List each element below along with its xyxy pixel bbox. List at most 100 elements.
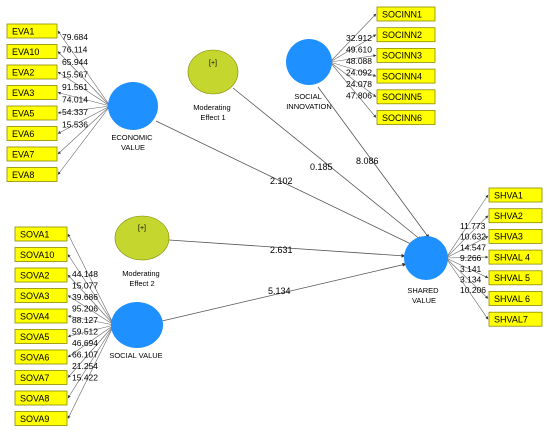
indicator-box[interactable] xyxy=(488,187,543,203)
indicator-label: SOVA10 xyxy=(20,250,54,260)
sova-loading-value: 46.694 xyxy=(72,338,98,348)
sova-indicator-sova5[interactable]: SOVA5 xyxy=(14,329,68,344)
indicator-box[interactable] xyxy=(488,249,543,265)
socinn-loading-line xyxy=(329,54,377,63)
construct-social-innovation[interactable]: SOCIAL INNOVATION xyxy=(286,39,332,111)
shva-loading-value: 10.632 xyxy=(460,232,486,242)
indicator-box[interactable] xyxy=(14,308,68,324)
moderating-effect-2-symbol: [+] xyxy=(138,225,146,232)
socinn-loading-line xyxy=(329,34,377,63)
indicator-box[interactable] xyxy=(14,349,68,365)
indicator-box[interactable] xyxy=(6,167,58,182)
socinn-loading-value: 32.912 xyxy=(346,33,372,43)
moderating-effect-1-circle[interactable] xyxy=(187,49,239,95)
indicator-box[interactable] xyxy=(6,23,58,39)
economic-value-circle[interactable] xyxy=(108,82,158,130)
construct-shared-value[interactable]: SHARED VALUE xyxy=(404,236,448,305)
shared-value-circle[interactable] xyxy=(404,236,448,280)
sova-indicator-sova6[interactable]: SOVA6 xyxy=(14,349,68,365)
socinn-indicator-socinn3[interactable]: SOCINN3 xyxy=(376,48,436,63)
indicator-box[interactable] xyxy=(14,247,68,262)
indicator-box[interactable] xyxy=(376,48,436,63)
construct-moderating-effect-2[interactable]: [+] Moderating Effect 2 xyxy=(114,215,170,288)
eva-loading-value: 79.684 xyxy=(62,32,88,42)
indicator-label: SOVA1 xyxy=(20,229,49,239)
socinn-indicator-socinn1[interactable]: SOCINN1 xyxy=(376,6,436,22)
sova-indicator-sova3[interactable]: SOVA3 xyxy=(14,288,68,303)
sova-indicator-block: SOVA144.148SOVA1015.077SOVA239.686SOVA39… xyxy=(14,226,115,426)
sova-indicator-sova8[interactable]: SOVA8 xyxy=(14,390,68,406)
shva-indicator-shval7[interactable]: SHVAL7 xyxy=(488,311,543,327)
construct-moderating-effect-1[interactable]: [+] Moderating Effect 1 xyxy=(187,49,239,122)
sova-indicator-sova4[interactable]: SOVA4 xyxy=(14,308,68,324)
indicator-box[interactable] xyxy=(488,270,543,286)
economic-value-label-line-1: ECONOMIC xyxy=(111,133,153,142)
indicator-box[interactable] xyxy=(6,146,58,162)
moderating-effect-2-circle[interactable] xyxy=(114,215,170,261)
social-value-circle[interactable] xyxy=(111,302,163,348)
indicator-label: SHVA3 xyxy=(494,232,523,242)
socinn-indicator-socinn5[interactable]: SOCINN5 xyxy=(376,89,436,105)
indicator-box[interactable] xyxy=(376,27,436,43)
shva-loading-line xyxy=(445,257,489,279)
eva-indicator-eva8[interactable]: EVA8 xyxy=(6,167,58,182)
shva-indicator-shval6[interactable]: SHVAL 6 xyxy=(488,291,543,306)
indicator-box[interactable] xyxy=(14,329,68,344)
shva-indicator-shva1[interactable]: SHVA1 xyxy=(488,187,543,203)
indicator-label: SHVAL 5 xyxy=(494,273,530,283)
shva-indicator-shval4[interactable]: SHVAL 4 xyxy=(488,249,543,265)
sova-loading-line xyxy=(67,324,115,419)
socinn-indicator-socinn4[interactable]: SOCINN4 xyxy=(376,68,436,84)
sova-indicator-sova1[interactable]: SOVA1 xyxy=(14,226,68,242)
coef-economic-to-shared: 2.102 xyxy=(270,176,293,186)
indicator-box[interactable] xyxy=(14,267,68,283)
eva-indicator-eva1[interactable]: EVA1 xyxy=(6,23,58,39)
indicator-box[interactable] xyxy=(376,68,436,84)
sova-indicator-sova7[interactable]: SOVA7 xyxy=(14,370,68,385)
indicator-box[interactable] xyxy=(14,411,68,426)
indicator-box[interactable] xyxy=(6,126,58,141)
indicator-box[interactable] xyxy=(6,44,58,59)
sova-indicator-sova2[interactable]: SOVA2 xyxy=(14,267,68,283)
sova-indicator-sova10[interactable]: SOVA10 xyxy=(14,247,68,262)
shva-loading-line xyxy=(445,257,489,320)
indicator-box[interactable] xyxy=(14,288,68,303)
sova-indicator-sova9[interactable]: SOVA9 xyxy=(14,411,68,426)
sova-loading-line xyxy=(67,254,115,326)
eva-indicator-eva3[interactable]: EVA3 xyxy=(6,85,58,100)
social-innovation-circle[interactable] xyxy=(286,39,332,85)
indicator-label: EVA3 xyxy=(12,88,34,98)
indicator-box[interactable] xyxy=(488,208,543,224)
socinn-loading-line xyxy=(329,61,377,77)
eva-indicator-eva7[interactable]: EVA7 xyxy=(6,146,58,162)
shva-indicator-shva3[interactable]: SHVA3 xyxy=(488,228,543,244)
indicator-box[interactable] xyxy=(14,370,68,385)
shva-indicator-shva2[interactable]: SHVA2 xyxy=(488,208,543,224)
indicator-box[interactable] xyxy=(488,291,543,306)
construct-social-value[interactable]: SOCIAL VALUE xyxy=(109,302,163,360)
construct-economic-value[interactable]: ECONOMIC VALUE xyxy=(108,82,158,152)
shva-loading-value: 11.773 xyxy=(460,221,486,231)
indicator-box[interactable] xyxy=(488,228,543,244)
eva-indicator-eva6[interactable]: EVA6 xyxy=(6,126,58,141)
eva-indicator-eva2[interactable]: EVA2 xyxy=(6,64,58,80)
eva-loading-value: 65.944 xyxy=(62,57,88,67)
socinn-indicator-socinn6[interactable]: SOCINN6 xyxy=(376,110,436,125)
indicator-box[interactable] xyxy=(488,311,543,327)
indicator-box[interactable] xyxy=(6,85,58,100)
indicator-box[interactable] xyxy=(14,226,68,242)
indicator-box[interactable] xyxy=(6,105,58,121)
indicator-box[interactable] xyxy=(376,6,436,22)
eva-indicator-eva5[interactable]: EVA5 xyxy=(6,105,58,121)
eva-indicator-eva10[interactable]: EVA10 xyxy=(6,44,58,59)
indicator-box[interactable] xyxy=(6,64,58,80)
indicator-box[interactable] xyxy=(376,89,436,105)
shva-indicator-shval5[interactable]: SHVAL 5 xyxy=(488,270,543,286)
moderating-effect-2-label-line-2: Effect 2 xyxy=(129,279,154,288)
eva-loading-line xyxy=(57,105,111,175)
indicator-box[interactable] xyxy=(14,390,68,406)
indicator-label: SHVAL 6 xyxy=(494,294,530,304)
socinn-indicator-socinn2[interactable]: SOCINN2 xyxy=(376,27,436,43)
indicator-box[interactable] xyxy=(376,110,436,125)
